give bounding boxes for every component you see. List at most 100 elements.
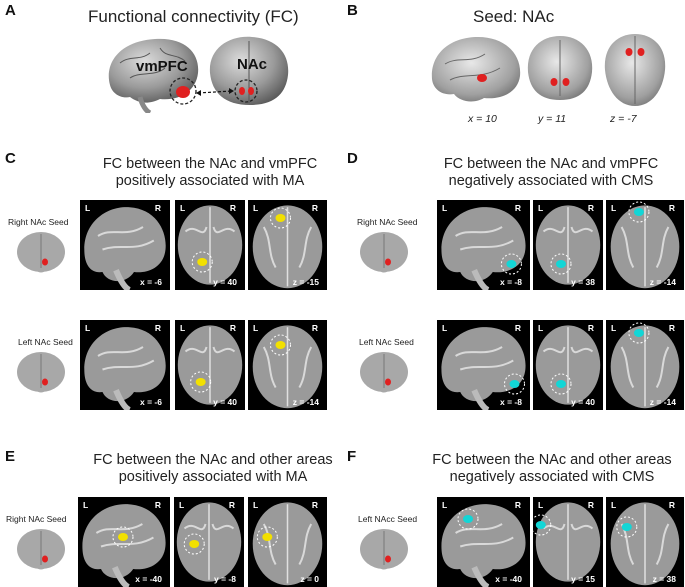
orientation-right-label: R xyxy=(229,203,236,213)
panel-f-row1-activation-3 xyxy=(621,523,632,531)
vmpfc-circle xyxy=(169,77,197,105)
panel-e-row1-roi-ring-2 xyxy=(183,533,205,555)
orientation-right-label: R xyxy=(154,203,161,213)
orientation-left-label: L xyxy=(538,323,544,333)
orientation-left-label: L xyxy=(611,500,617,510)
panel-d-row2-roi-ring-2 xyxy=(550,373,572,395)
panel-c-row1-activation-3 xyxy=(275,214,286,222)
panel-f-row1-coord-3: z = 38 xyxy=(652,574,676,584)
panel-a-title: Functional connectivity (FC) xyxy=(88,7,299,26)
orientation-left-label: L xyxy=(611,323,617,333)
sagittal-brain-shape xyxy=(108,38,199,103)
seed-sagittal xyxy=(477,74,487,82)
orientation-right-label: R xyxy=(229,323,236,333)
panel-b-coord-y: y = 11 xyxy=(538,113,567,125)
orientation-left-label: L xyxy=(85,323,91,333)
panel-c-title: FC between the NAc and vmPFC positively … xyxy=(80,156,340,190)
panel-d-row2-activation-2 xyxy=(556,380,566,388)
orientation-left-label: L xyxy=(253,500,259,510)
panel-c-row2-activation-3 xyxy=(275,341,286,349)
orientation-right-label: R xyxy=(587,500,594,510)
panel-f-title-line1: FC between the NAc and other areas xyxy=(432,452,672,468)
panel-b-coord-x: x = 10 xyxy=(468,113,497,125)
orientation-right-label: R xyxy=(587,203,594,213)
panel-d-row2-seed-dot xyxy=(385,378,391,386)
panel-d-row1-coord-1: x = -8 xyxy=(500,277,522,287)
panel-f-title: FC between the NAc and other areas negat… xyxy=(411,452,685,486)
orientation-left-label: L xyxy=(253,323,259,333)
orientation-right-label: R xyxy=(668,323,675,333)
orientation-left-label: L xyxy=(538,203,544,213)
panel-f-row1-roi-ring-2 xyxy=(533,514,552,536)
panel-e-row1-coord-1: x = -40 xyxy=(135,574,162,584)
panel-e-title-line1: FC between the NAc and other areas xyxy=(93,452,333,468)
panel-f-row1-coord-2: y = 15 xyxy=(571,574,595,584)
panel-f-row1-seed-dot xyxy=(385,555,391,563)
orientation-left-label: L xyxy=(180,203,186,213)
nac-label: NAc xyxy=(237,56,268,73)
orientation-right-label: R xyxy=(311,203,318,213)
panel-f-title-line2: negatively associated with CMS xyxy=(449,469,655,485)
panel-d-row2-activation-1 xyxy=(509,380,520,388)
connectivity-arrow xyxy=(197,90,233,94)
panel-d-row1-roi-ring-2 xyxy=(550,253,572,275)
vmpfc-label: vmPFC xyxy=(136,58,188,75)
panel-d-title-line2: negatively associated with CMS xyxy=(448,173,654,189)
panel-c-row1-coord-1: x = -6 xyxy=(140,277,162,287)
panel-b-title: Seed: NAc xyxy=(473,7,555,26)
panel-e-title: FC between the NAc and other areas posit… xyxy=(72,452,354,486)
panel-d-row1-seed-mini-brain xyxy=(360,232,408,273)
panel-d-row2-coord-2: y = 40 xyxy=(571,397,595,407)
panel-f-row1-seed-mini-brain xyxy=(360,529,408,570)
panel-c-row2-activation-2 xyxy=(195,378,206,386)
panel-e-row1-activation-1 xyxy=(117,533,128,541)
orientation-left-label: L xyxy=(179,500,185,510)
panel-c-row1-roi-ring-3 xyxy=(269,207,291,229)
orientation-right-label: R xyxy=(514,203,521,213)
panel-c-title-line2: positively associated with MA xyxy=(115,173,305,189)
panel-c-row1-coord-2: y = 40 xyxy=(213,277,237,287)
panel-c-row2-seed-mini-brain xyxy=(17,352,65,393)
panel-f-label: F xyxy=(347,448,357,465)
orientation-left-label: L xyxy=(442,323,448,333)
vmpfc-activation xyxy=(176,86,190,98)
orientation-left-label: L xyxy=(180,323,186,333)
seed-axial-left xyxy=(625,48,633,56)
panel-f-row1-roi-ring-3 xyxy=(616,516,638,538)
panel-e-row1-roi-ring-1 xyxy=(112,526,134,548)
panel-e-row1-seed-dot xyxy=(42,555,48,563)
orientation-left-label: L xyxy=(611,203,617,213)
panel-d-title: FC between the NAc and vmPFC negatively … xyxy=(420,156,682,190)
orientation-left-label: L xyxy=(253,203,259,213)
panel-d-title-line1: FC between the NAc and vmPFC xyxy=(443,156,659,172)
panel-e-row1-coord-3: z = 0 xyxy=(300,574,319,584)
panel-c-row1-seed-dot xyxy=(42,258,48,266)
panel-c-title-line1: FC between the NAc and vmPFC xyxy=(102,156,318,172)
panel-e-label: E xyxy=(5,448,16,465)
panel-e-row1-seed-mini-brain xyxy=(17,529,65,570)
panel-d-row1-activation-3 xyxy=(633,208,644,216)
panel-a-brain-illustration xyxy=(108,36,289,113)
panel-d-row1-activation-2 xyxy=(556,260,566,268)
nac-circle xyxy=(234,79,258,103)
panel-c-row1-roi-ring-2 xyxy=(191,251,213,273)
panel-c-row2-coord-2: y = 40 xyxy=(213,397,237,407)
seed-coronal-left xyxy=(550,78,558,86)
panel-f-row1-activation-2 xyxy=(535,521,546,529)
panel-d-row1-activation-1 xyxy=(506,260,517,268)
orientation-left-label: L xyxy=(538,500,544,510)
panel-b-seed-slices xyxy=(431,34,666,106)
